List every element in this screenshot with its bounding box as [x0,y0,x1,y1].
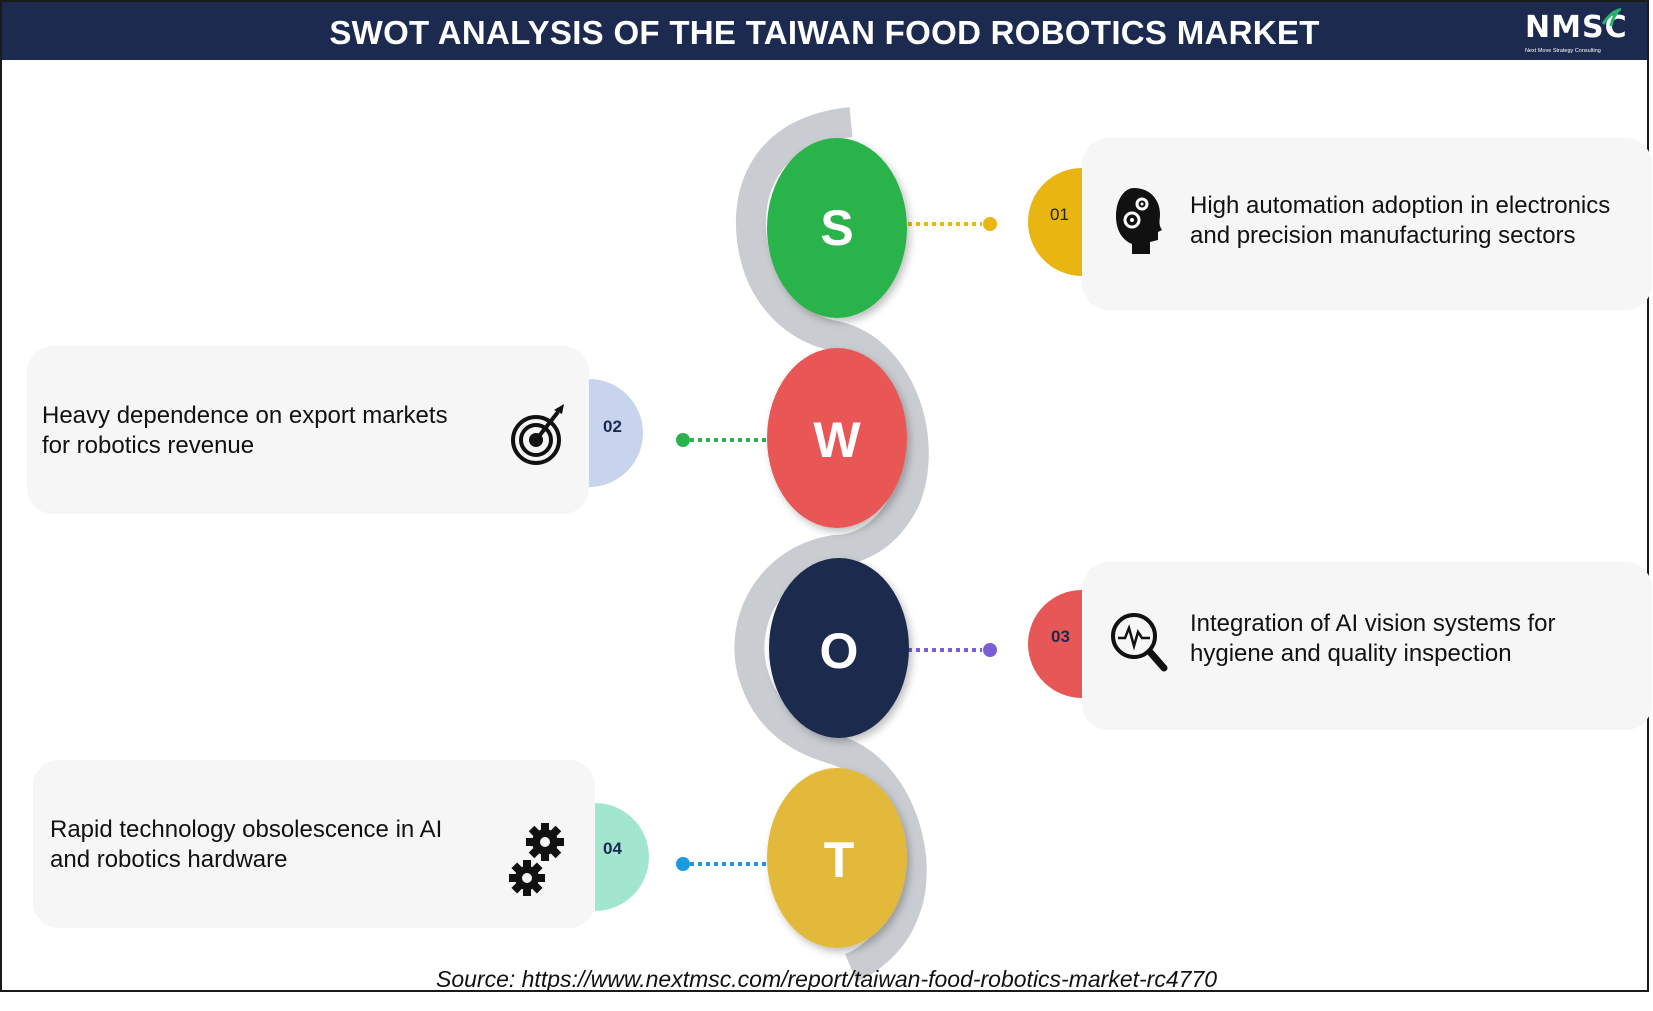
weakness-card [27,346,589,514]
infographic-frame [0,0,1649,992]
number-02: 02 [603,417,622,436]
logo-tagline: Next Move Strategy Consulting [1525,48,1601,54]
opportunity-text-line2: hygiene and quality inspection [1190,640,1512,667]
tab-04-shape [595,803,649,911]
threat-card [33,760,595,928]
logo-swoosh-icon [1601,8,1621,27]
opportunity-text-line1: Integration of AI vision systems for [1190,610,1556,637]
strength-letter: S [820,200,853,256]
strength-text: High automation adoption in electronics … [1190,191,1610,251]
tab-03-shape [1028,590,1082,698]
spine-curve [734,107,929,982]
weakness-text-line2: for robotics revenue [42,432,255,459]
threat-text: Rapid technology obsolescence in AI and … [50,815,442,875]
strength-card [1082,138,1652,310]
threat-text-line1: Rapid technology obsolescence in AI [50,816,443,843]
opportunity-letter: O [820,623,859,679]
weakness-letter: W [813,412,861,468]
header-bar: SWOT ANALYSIS OF THE TAIWAN FOOD ROBOTIC… [2,2,1647,60]
opportunity-text: Integration of AI vision systems for hyg… [1190,609,1556,669]
connector-03 [908,643,997,657]
connector-02 [676,433,768,447]
source-citation: Source: https://www.nextmsc.com/report/t… [435,966,1217,992]
threat-circle [767,768,907,948]
strength-text-line1: High automation adoption in electronics [1190,192,1611,219]
connector-01 [908,217,997,231]
strength-text-line2: and precision manufacturing sectors [1190,222,1576,249]
threat-letter: T [824,832,855,888]
opportunity-card [1082,562,1652,730]
connector-04 [676,857,768,871]
weakness-text-line1: Heavy dependence on export markets [42,402,448,429]
target-icon [511,404,564,465]
weakness-text: Heavy dependence on export markets for r… [42,401,448,461]
number-04: 04 [603,839,622,858]
head-gears-icon [1116,188,1162,254]
page-title: SWOT ANALYSIS OF THE TAIWAN FOOD ROBOTIC… [329,14,1320,51]
number-03: 03 [1051,627,1070,646]
opportunity-circle [769,558,909,738]
tab-01-shape [1028,168,1082,276]
magnifier-pulse-icon [1111,613,1168,672]
tab-02-shape [589,379,643,487]
nmsc-logo: NMSC Next Move Strategy Consulting [1525,8,1627,56]
threat-text-line2: and robotics hardware [50,846,288,873]
gears-icon [509,823,564,896]
weakness-circle [767,348,907,528]
strength-circle [767,138,907,318]
number-01: 01 [1050,205,1069,224]
